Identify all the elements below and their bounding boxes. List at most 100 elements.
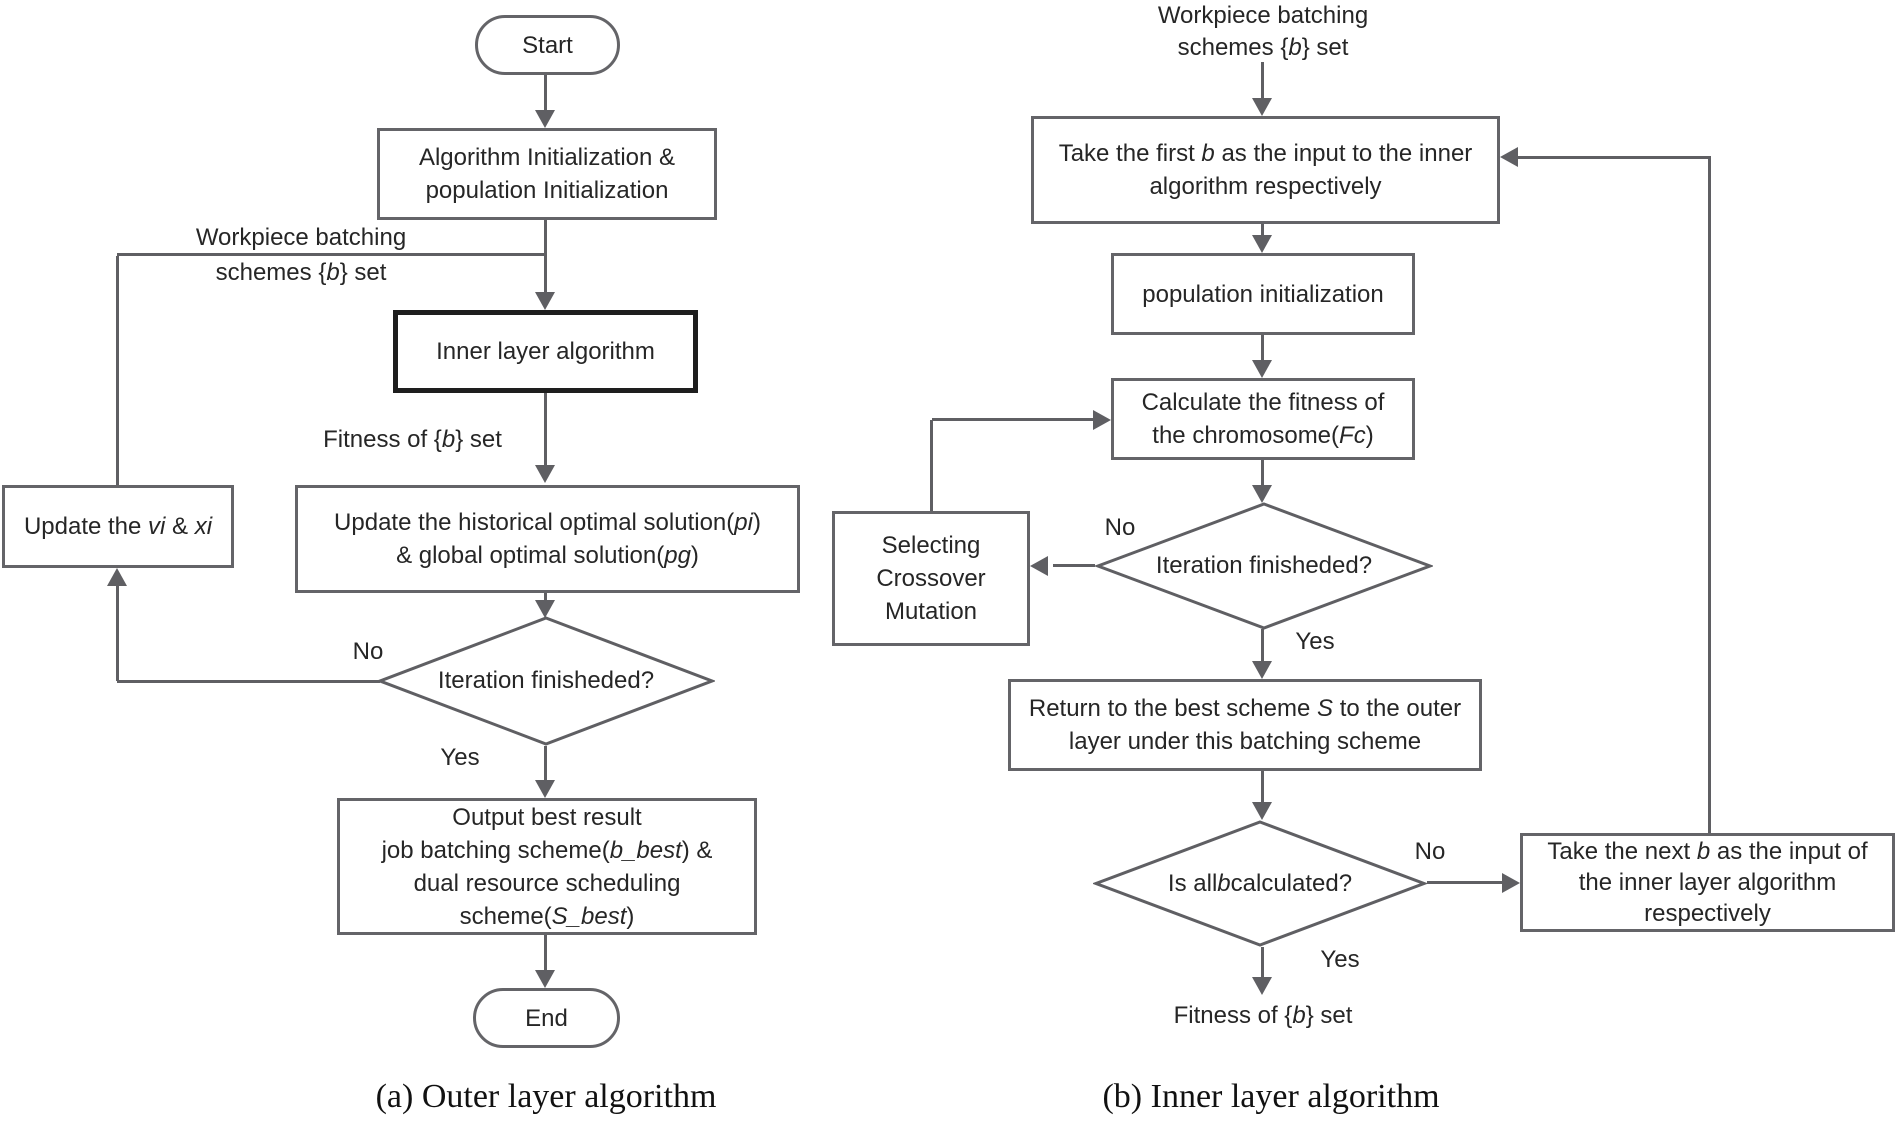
connector-start-to-init [544,75,547,112]
population-init-box: population initialization [1111,253,1415,335]
no-label-inner2: No [1414,838,1446,865]
take-next-box: Take the next b as the input of the inne… [1520,833,1895,932]
update-vx-label: Update the vi & xi [23,513,213,540]
iteration-decision-inner: Iteration finisheded? [1095,502,1433,630]
connector-no-branch-inner1 [1053,564,1095,567]
caption-inner: (b) Inner layer algorithm [1102,1078,1440,1115]
workpiece-batching-label-line2: schemes {b} set [215,259,387,286]
connector-update-vx-to-loop-top [116,256,119,485]
take-first-line2: algorithm respectively [1149,173,1382,200]
yes-label-inner1: Yes [1295,628,1335,655]
start-label: Start [522,31,573,59]
decision1-diamond-shape [1095,502,1433,630]
connector-no-up-segment [116,586,119,681]
arrowhead-into-calc [1252,360,1272,378]
calc-line2: the chromosome(Fc) [1152,422,1374,449]
all-b-decision: Is all b calculated? [1093,820,1427,947]
no-label-inner1: No [1104,514,1136,541]
return-best-box: Return to the best scheme S to the outer… [1008,679,1482,771]
caption-outer: (a) Outer layer algorithm [375,1078,717,1115]
connector-scm-up [930,420,933,511]
arrowhead-into-decision1 [1252,485,1272,503]
take-next-line1: Take the next b as the input of [1547,838,1868,865]
arrowhead-into-calc-left [1093,410,1111,430]
arrowhead-into-takenext [1502,873,1520,893]
take-next-line3: respectively [1644,900,1771,927]
end-label: End [525,1004,568,1032]
connector-init-to-inner [544,220,547,292]
connector-inner-to-update [544,393,547,465]
return-best-line2: layer under this batching scheme [1068,728,1422,755]
connector-takefirst-to-popinit [1261,224,1264,235]
output-line1: Output best result [452,803,642,831]
yes-label-inner2: Yes [1320,946,1360,973]
update-optimal-box: Update the historical optimal solution(p… [295,485,800,593]
arrowhead-into-popinit [1252,235,1272,253]
inner-layer-subprocess-box: Inner layer algorithm [393,310,698,393]
update-vx-box: Update the vi & xi [2,485,234,568]
arrowhead-into-end [535,970,555,988]
connector-calc-to-decision1 [1261,460,1264,485]
scm-line1: Selecting [881,532,981,559]
connector-return-top [1518,156,1711,159]
iteration-decision-inner-label: Iteration finisheded? [1155,552,1373,579]
connector-update-to-decision [544,593,547,602]
update-opt-line2: & global optimal solution(pg) [396,542,699,569]
connector-decision2-to-fitness [1261,947,1264,977]
arrowhead-into-takefirst-right [1500,147,1518,167]
return-best-line1: Return to the best scheme S to the outer [1028,695,1462,722]
connector-decision-to-output [544,746,547,780]
init-process-box: Algorithm Initialization & population In… [377,128,717,220]
take-first-line1: Take the first b as the input to the inn… [1058,140,1473,167]
arrowhead-into-scm [1030,556,1048,576]
end-terminator: End [473,988,620,1048]
take-first-box: Take the first b as the input to the inn… [1031,116,1500,224]
connector-return-vertical [1708,157,1711,833]
calc-fitness-box: Calculate the fitness of the chromosome(… [1111,378,1415,460]
inner-batch-label-line2: schemes {b} set [1177,34,1349,61]
output-box: Output best result job batching scheme(b… [337,798,757,935]
connector-decision1-to-return [1261,629,1264,661]
all-b-decision-label: Is all b calculated? [1167,869,1353,897]
init-line2: population Initialization [425,177,669,204]
decision2-diamond-shape [1093,820,1427,947]
connector-no-branch-inner2 [1427,881,1502,884]
calc-line1: Calculate the fitness of [1141,389,1385,416]
arrowhead-into-return [1252,661,1272,679]
arrowhead-into-takefirst [1252,98,1272,116]
fitness-set-label-inner: Fitness of {b} set [1173,1002,1353,1029]
scm-line2: Crossover [876,565,986,592]
connector-loop-top [117,253,547,256]
arrowhead-into-inner-layer [535,292,555,310]
start-terminator: Start [475,15,620,75]
connector-output-to-end [544,935,547,970]
arrowhead-into-output [535,780,555,798]
iteration-decision-outer: Iteration finisheded? [377,616,715,746]
arrowhead-into-fitness-label [1252,977,1272,995]
arrowhead-into-update-opt [535,465,555,483]
connector-scm-to-calc [932,418,1093,421]
arrowhead-into-init [535,110,555,128]
decision-diamond-shape [377,616,715,746]
connector-no-branch-outer [117,680,380,683]
no-label-outer: No [352,638,384,665]
output-line2: job batching scheme(b_best) & [381,836,713,864]
take-next-line2: the inner layer algorithm [1578,869,1837,896]
arrowhead-into-update-vx [107,568,127,586]
scm-line3: Mutation [884,598,978,625]
inner-layer-label: Inner layer algorithm [436,338,655,365]
inner-batch-label-line1: Workpiece batching [1157,2,1369,29]
arrowhead-into-decision-a [535,600,555,618]
connector-return-to-decision2 [1261,771,1264,802]
yes-label-outer: Yes [440,744,480,771]
init-line1: Algorithm Initialization & [418,144,676,171]
fitness-set-label-outer: Fitness of {b} set [323,426,502,453]
update-opt-line1: Update the historical optimal solution(p… [334,509,761,536]
connector-label-to-takefirst [1261,62,1264,98]
population-init-label: population initialization [1142,280,1384,308]
iteration-decision-outer-label: Iteration finisheded? [437,667,655,694]
output-line3: dual resource scheduling [413,869,681,897]
workpiece-batching-label-line1: Workpiece batching [195,224,407,251]
connector-popinit-to-calc [1261,335,1264,360]
